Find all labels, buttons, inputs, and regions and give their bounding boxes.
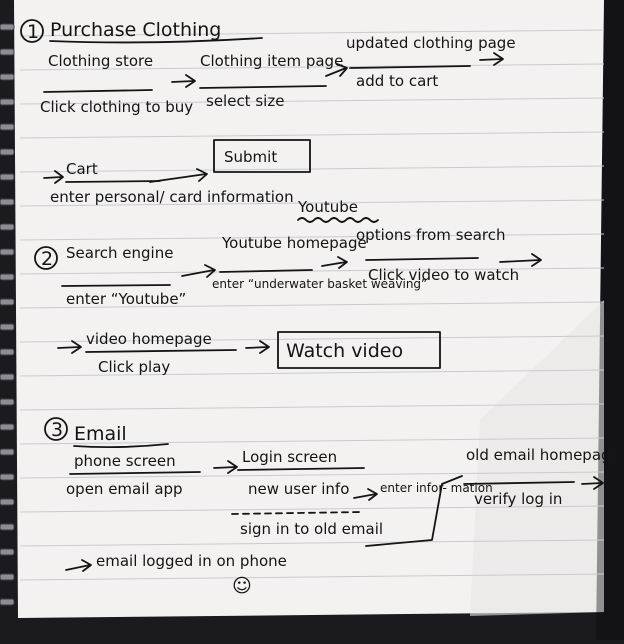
- arrow-icon: [321, 256, 348, 269]
- arrow-icon: [325, 63, 348, 77]
- section-3-title: Email: [74, 423, 127, 445]
- arrow-icon: [213, 460, 238, 474]
- step-2-2-screen: Youtube homepage: [221, 234, 367, 252]
- step-1-2-action: select size: [206, 92, 284, 110]
- step-1-4-action: enter personal/ card information: [50, 188, 294, 206]
- step-1-1-action: Click clothing to buy: [40, 98, 193, 116]
- arrow-icon: [171, 74, 196, 88]
- step-3-3-screen: old email homepage: [466, 446, 620, 464]
- section-2-label: Youtube: [297, 198, 358, 216]
- arrow-icon: [581, 476, 604, 490]
- step-3-2-alt-action: sign in to old email: [240, 520, 383, 538]
- step-3-2-screen: Login screen: [242, 448, 337, 466]
- section-1-number: 1: [27, 21, 39, 43]
- paper-sheet: [14, 0, 612, 618]
- step-3-2-action: new user info: [248, 480, 349, 498]
- arrow-icon: [353, 488, 378, 501]
- smiley-icon: ☺: [232, 575, 252, 597]
- step-2-1-screen: Search engine: [66, 244, 173, 262]
- arrow-icon: [479, 52, 504, 66]
- arrow-icon: [57, 340, 82, 354]
- watch-video-box: [277, 331, 441, 369]
- final-step-2: Watch video: [286, 340, 403, 362]
- step-1-4-screen: Cart: [66, 160, 98, 178]
- arrow-icon: [149, 168, 208, 183]
- submit-box: [213, 139, 311, 173]
- step-3-3-action: verify log in: [474, 490, 562, 508]
- step-1-1-screen: Clothing store: [48, 52, 153, 70]
- step-2-2-action: enter “underwater basket weaving”: [212, 277, 427, 291]
- arrow-icon: [245, 340, 270, 354]
- step-2-3-action: Click video to watch: [368, 266, 519, 284]
- step-2-1-action: enter “Youtube”: [66, 290, 186, 308]
- step-1-3-action: add to cart: [356, 72, 438, 90]
- arrow-icon: [181, 264, 216, 278]
- step-2-3-screen: options from search: [356, 226, 506, 244]
- section-1-title: Purchase Clothing: [50, 19, 221, 41]
- final-step-1: Submit: [224, 148, 277, 166]
- section-2-number: 2: [41, 248, 53, 270]
- step-1-3-screen: updated clothing page: [346, 34, 516, 52]
- step-3-1-action: open email app: [66, 480, 183, 498]
- spiral-binding: [0, 23, 15, 606]
- merge-line: [365, 475, 463, 547]
- arrow-icon: [65, 559, 92, 572]
- step-2-4-screen: video homepage: [86, 330, 212, 348]
- section-3-number: 3: [51, 419, 63, 441]
- step-2-4-action: Click play: [98, 358, 170, 376]
- step-3-1-screen: phone screen: [74, 452, 176, 470]
- arrow-icon: [499, 253, 542, 267]
- ruled-lines: [19, 29, 605, 581]
- step-1-2-screen: Clothing item page: [200, 52, 343, 70]
- arrow-icon: [43, 170, 64, 184]
- final-step-3: email logged in on phone: [96, 552, 287, 570]
